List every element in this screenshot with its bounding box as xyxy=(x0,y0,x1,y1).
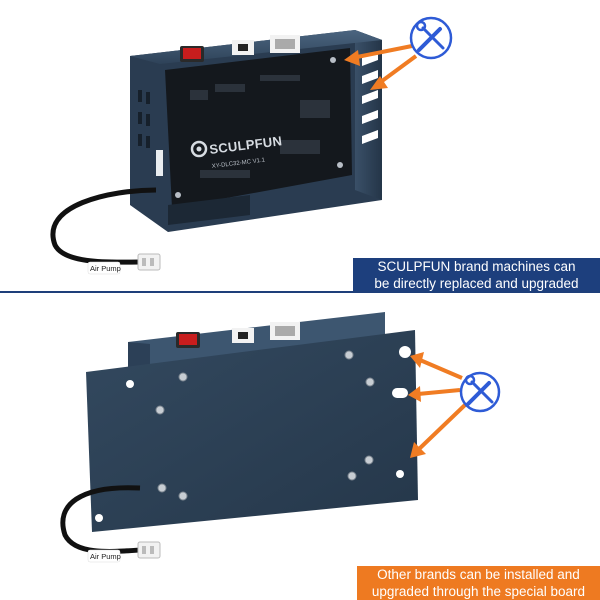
plate-screws xyxy=(155,350,375,501)
screwdriver-wrench-icon xyxy=(409,16,453,60)
bottom-controller-photo: Air Pump xyxy=(60,312,501,563)
enclosure-box xyxy=(128,312,385,372)
section-divider xyxy=(0,291,600,293)
adapter-plate xyxy=(86,330,418,532)
bottom-caption-banner: Other brands can be installed and upgrad… xyxy=(357,566,600,600)
jst-connector xyxy=(137,541,161,559)
bottom-caption-line-2: upgraded through the special board xyxy=(371,584,586,599)
cable-tag: Air Pump xyxy=(90,264,121,273)
controller-pcb: SCULPFUN XY-DLC32-MC V1.1 xyxy=(165,48,352,208)
top-caption-line-2: be directly replaced and upgraded xyxy=(374,276,579,291)
usb-port xyxy=(232,328,254,343)
top-controller-photo: SCULPFUN XY-DLC32-MC V1.1 Air Pump xyxy=(50,16,453,275)
jst-connector xyxy=(137,253,161,271)
pointer-arrows xyxy=(408,352,468,458)
rj-port xyxy=(270,322,300,340)
screwdriver-wrench-icon xyxy=(459,371,501,413)
cable-tag: Air Pump xyxy=(90,552,121,561)
top-caption-banner: SCULPFUN brand machines can be directly … xyxy=(353,258,600,292)
power-switch xyxy=(180,46,204,62)
top-caption-line-1: SCULPFUN brand machines can xyxy=(377,259,576,274)
bottom-caption-line-1: Other brands can be installed and xyxy=(377,567,580,582)
rj-port xyxy=(270,35,300,53)
top-product-panel: SCULPFUN XY-DLC32-MC V1.1 Air Pump xyxy=(0,16,600,293)
bottom-product-panel: Air Pump Other brands can be installed a… xyxy=(0,300,600,600)
pointer-arrows xyxy=(344,44,418,90)
plate-mount-holes xyxy=(95,346,411,522)
sculpfun-logo-mark xyxy=(190,140,208,158)
usb-port xyxy=(232,40,254,55)
power-switch xyxy=(176,332,200,348)
